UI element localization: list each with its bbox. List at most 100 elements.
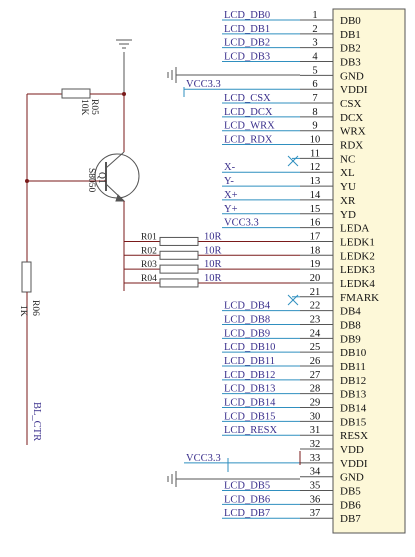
pin-name: RDX <box>340 140 363 152</box>
pin-name: DB10 <box>340 347 367 359</box>
q1-ref: Q1 <box>96 172 106 184</box>
pin-number: 11 <box>310 148 320 159</box>
pin-number: 2 <box>312 24 317 35</box>
pin-name: DB6 <box>340 499 361 511</box>
net-label: LCD_DB1 <box>224 24 270 35</box>
pin-name: XL <box>340 167 355 179</box>
pin-number: 20 <box>310 273 321 284</box>
pin-number: 9 <box>312 121 317 132</box>
pin-number: 1 <box>312 10 317 21</box>
pin-name: CSX <box>340 98 361 110</box>
pin-name: YU <box>340 181 356 193</box>
resistor-ref: R01 <box>141 232 157 242</box>
net-label: LCD_DCX <box>224 107 273 118</box>
net-label: LCD_DB8 <box>224 314 270 325</box>
net-label: LCD_DB14 <box>224 398 276 409</box>
resistor-r05 <box>61 88 91 99</box>
pin-number: 16 <box>310 218 321 229</box>
pin-number: 28 <box>310 384 321 395</box>
resistor-r01: R01 <box>124 232 199 246</box>
net-label: Y+ <box>224 204 238 215</box>
net-label: LCD_DB9 <box>224 328 270 339</box>
pin-number: 31 <box>310 425 321 436</box>
pin-number: 6 <box>312 79 317 90</box>
pin-name: DB12 <box>340 375 366 387</box>
pin-number: 15 <box>310 204 321 215</box>
q1-part: S8050 <box>86 168 96 193</box>
net-label: LCD_DB12 <box>224 370 275 381</box>
resistor-value-label: 10R <box>204 259 222 270</box>
pin-name: WRX <box>340 126 366 138</box>
pin-name: DCX <box>340 112 363 124</box>
resistor-r03: R03 <box>124 260 199 274</box>
pin-number: 26 <box>310 356 321 367</box>
resistor-r02: R02 <box>124 246 199 260</box>
resistor-value-label: 10R <box>204 273 222 284</box>
net-label: VCC3.3 <box>224 218 259 229</box>
pin-name: DB0 <box>340 15 361 27</box>
net-label: LCD_DB3 <box>224 52 270 63</box>
pin-name: XR <box>340 195 356 207</box>
pin-name: LEDK4 <box>340 278 375 290</box>
pin-number: 24 <box>310 328 321 339</box>
net-label: LCD_DB7 <box>224 508 270 519</box>
pin-name: RESX <box>340 430 368 442</box>
net-label: LCD_DB5 <box>224 481 270 492</box>
net-label: LCD_DB0 <box>224 10 270 21</box>
pin-row: 29 DB14 LCD_DB14 <box>222 398 367 415</box>
net-label: X+ <box>224 190 238 201</box>
pin-number: 23 <box>310 314 321 325</box>
net-label: VCC3.3 <box>186 453 221 464</box>
net-label: LCD_DB15 <box>224 411 275 422</box>
net-label: LCD_DB2 <box>224 38 270 49</box>
pin-number: 29 <box>310 398 321 409</box>
pin-number: 4 <box>312 52 318 63</box>
pin-number: 34 <box>310 467 321 478</box>
pin-number: 10 <box>310 135 321 146</box>
pin-row: 1 DB0 LCD_DB0 <box>222 10 361 27</box>
pin-name: DB1 <box>340 29 361 41</box>
pin-number: 27 <box>310 370 321 381</box>
pin-name: DB7 <box>340 513 361 525</box>
pin-name: DB13 <box>340 389 367 401</box>
resistor-ref: R02 <box>141 246 157 256</box>
pin-name: LEDK2 <box>340 250 375 262</box>
pin-number: 18 <box>310 245 321 256</box>
net-label: LCD_DB10 <box>224 342 275 353</box>
pin-number: 36 <box>310 494 321 505</box>
pin-number: 17 <box>310 231 321 242</box>
pin-name: DB5 <box>340 486 361 498</box>
pin-name: DB14 <box>340 403 367 415</box>
resistor-r06 <box>21 261 32 293</box>
net-label: LCD_DB13 <box>224 384 275 395</box>
pin-row: 28 DB13 LCD_DB13 <box>222 384 367 401</box>
pin-number: 33 <box>310 453 321 464</box>
pin-number: 7 <box>312 93 317 104</box>
pin-name: DB2 <box>340 43 361 55</box>
